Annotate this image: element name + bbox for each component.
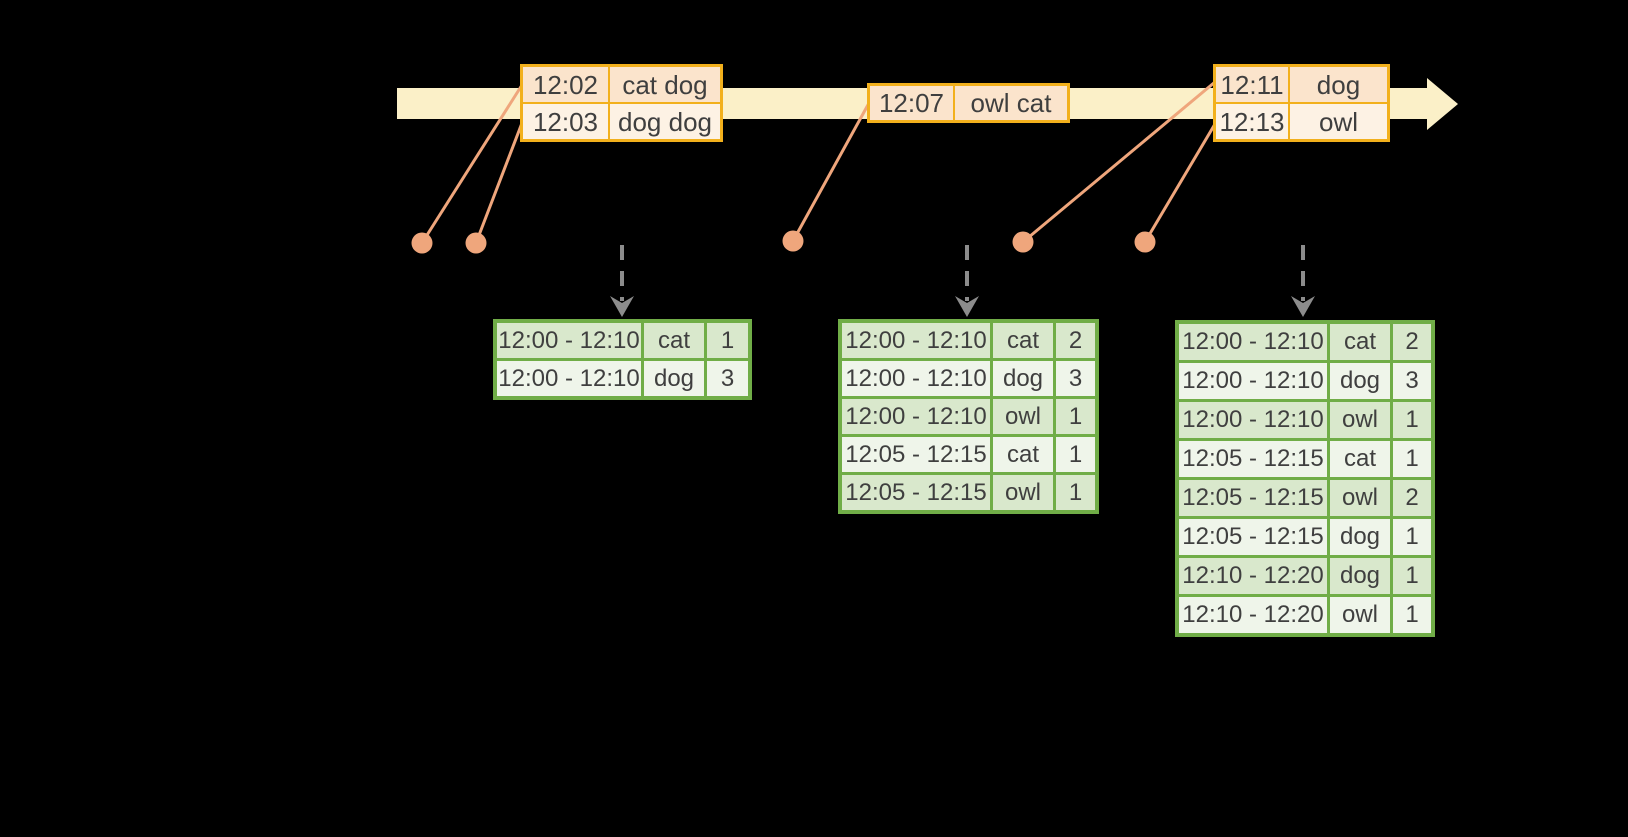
event-words-cell: owl cat — [955, 86, 1067, 120]
trigger-arrowhead-icon — [1291, 296, 1315, 317]
input-table-3: 12:11 dog 12:13 owl — [1213, 64, 1390, 142]
count-cell: 1 — [707, 323, 748, 358]
count-cell: 1 — [1393, 402, 1431, 438]
count-cell: 1 — [1056, 475, 1095, 510]
event-time-cell: 12:03 — [523, 104, 608, 139]
event-dot — [782, 230, 804, 252]
window-cell: 12:00 - 12:10 — [1179, 363, 1327, 399]
count-cell: 1 — [1393, 441, 1431, 477]
window-cell: 12:05 - 12:15 — [1179, 441, 1327, 477]
word-cell: dog — [1330, 363, 1390, 399]
word-cell: dog — [993, 361, 1053, 396]
window-cell: 12:10 - 12:20 — [1179, 558, 1327, 594]
event-dot — [411, 232, 433, 254]
word-cell: cat — [993, 437, 1053, 472]
event-dot — [465, 232, 487, 254]
word-cell: cat — [1330, 324, 1390, 360]
word-cell: owl — [1330, 402, 1390, 438]
event-connector-line — [420, 84, 524, 244]
event-words-cell: owl — [1290, 104, 1387, 139]
word-cell: cat — [1330, 441, 1390, 477]
count-cell: 1 — [1056, 437, 1095, 472]
result-table-3: 12:00 - 12:10 cat 2 12:00 - 12:10 dog 3 … — [1175, 320, 1435, 637]
window-cell: 12:00 - 12:10 — [497, 361, 641, 396]
input-table-2: 12:07 owl cat — [867, 83, 1070, 123]
count-cell: 2 — [1393, 324, 1431, 360]
timeline-arrowhead-icon — [1427, 78, 1458, 130]
window-cell: 12:00 - 12:10 — [497, 323, 641, 358]
count-cell: 1 — [1393, 519, 1431, 555]
event-words-cell: dog — [1290, 67, 1387, 102]
word-cell: dog — [1330, 519, 1390, 555]
event-connector-line — [1143, 123, 1217, 243]
window-cell: 12:00 - 12:10 — [1179, 324, 1327, 360]
window-cell: 12:10 - 12:20 — [1179, 597, 1327, 633]
input-table-1: 12:02 cat dog 12:03 dog dog — [520, 64, 723, 142]
word-cell: cat — [644, 323, 704, 358]
window-cell: 12:05 - 12:15 — [1179, 519, 1327, 555]
trigger-arrowhead-icon — [610, 296, 634, 317]
event-dot — [1134, 231, 1156, 253]
event-time-cell: 12:02 — [523, 67, 608, 102]
window-cell: 12:05 - 12:15 — [842, 437, 990, 472]
trigger-arrowhead-icon — [955, 296, 979, 317]
window-cell: 12:00 - 12:10 — [842, 323, 990, 358]
event-words-cell: cat dog — [610, 67, 720, 102]
event-words-cell: dog dog — [610, 104, 720, 139]
word-cell: owl — [1330, 597, 1390, 633]
count-cell: 3 — [1056, 361, 1095, 396]
event-time-cell: 12:07 — [870, 86, 953, 120]
event-connector-line — [474, 122, 524, 244]
word-cell: owl — [993, 475, 1053, 510]
word-cell: owl — [993, 399, 1053, 434]
window-cell: 12:00 - 12:10 — [842, 399, 990, 434]
count-cell: 2 — [1393, 480, 1431, 516]
count-cell: 1 — [1393, 597, 1431, 633]
result-table-1: 12:00 - 12:10 cat 1 12:00 - 12:10 dog 3 — [493, 319, 752, 400]
window-cell: 12:00 - 12:10 — [842, 361, 990, 396]
count-cell: 1 — [1056, 399, 1095, 434]
event-connector-line — [1022, 80, 1216, 244]
event-dot — [1012, 231, 1034, 253]
word-cell: dog — [644, 361, 704, 396]
window-cell: 12:05 - 12:15 — [842, 475, 990, 510]
count-cell: 1 — [1393, 558, 1431, 594]
result-table-2: 12:00 - 12:10 cat 2 12:00 - 12:10 dog 3 … — [838, 319, 1099, 514]
event-time-cell: 12:13 — [1216, 104, 1288, 139]
count-cell: 3 — [707, 361, 748, 396]
count-cell: 3 — [1393, 363, 1431, 399]
window-cell: 12:00 - 12:10 — [1179, 402, 1327, 438]
event-connector-line — [791, 102, 871, 242]
event-time-cell: 12:11 — [1216, 67, 1288, 102]
count-cell: 2 — [1056, 323, 1095, 358]
word-cell: owl — [1330, 480, 1390, 516]
word-cell: dog — [1330, 558, 1390, 594]
window-cell: 12:05 - 12:15 — [1179, 480, 1327, 516]
word-cell: cat — [993, 323, 1053, 358]
